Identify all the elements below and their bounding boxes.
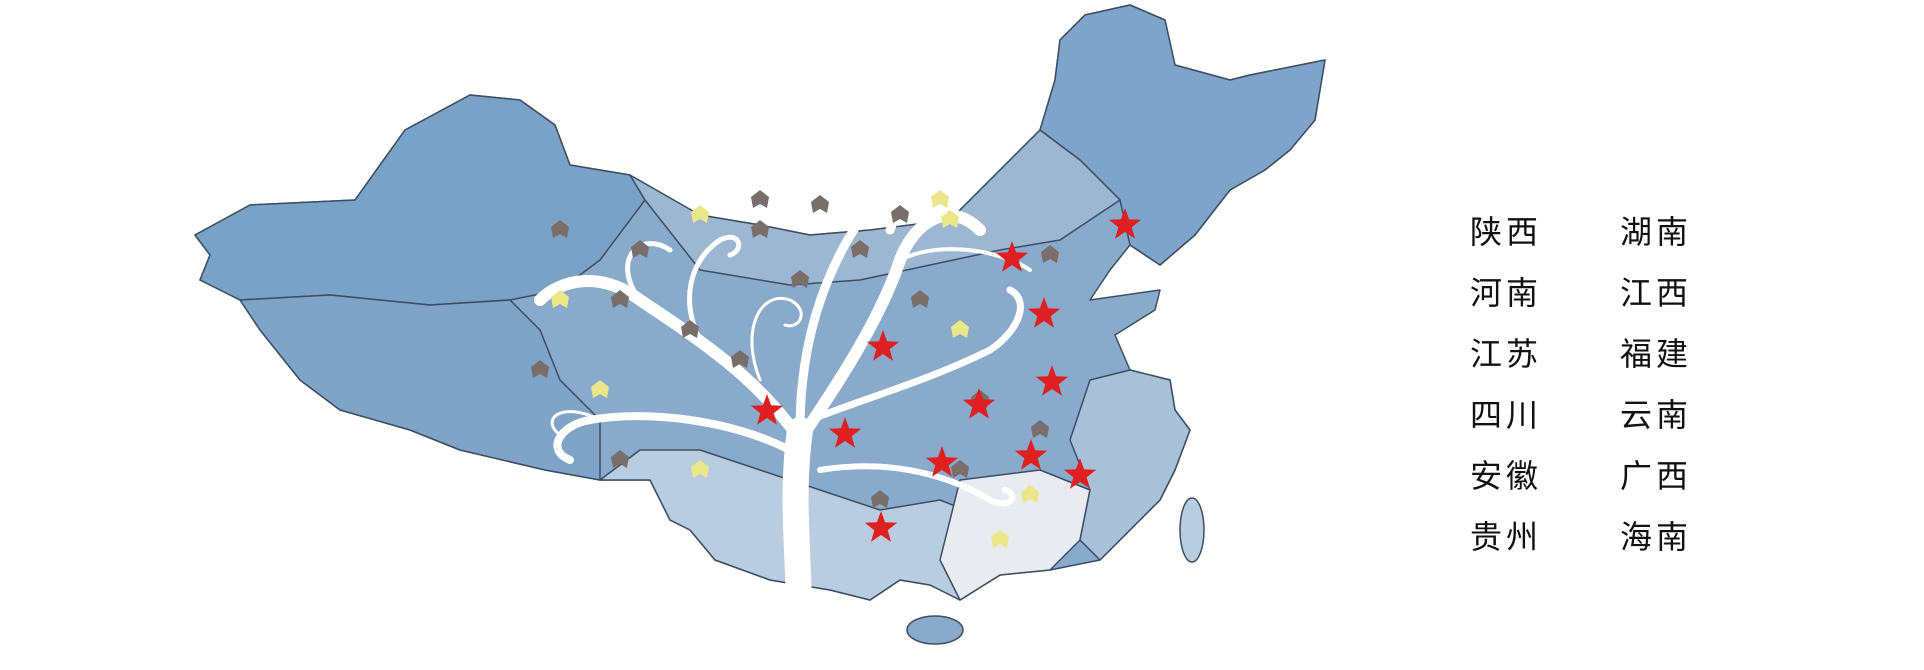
region-southeast bbox=[1069, 369, 1191, 561]
star-marker-icon bbox=[1108, 208, 1142, 239]
star-marker-icon bbox=[750, 394, 784, 425]
province-list: 陕西 湖南 河南 江西 江苏 福建 四川 云南 安徽 广西 贵州 海南 bbox=[1470, 212, 1720, 557]
region-guangdong bbox=[939, 469, 1091, 601]
tree-branch bbox=[806, 286, 1024, 424]
star-marker-icon bbox=[1027, 297, 1061, 328]
leaf-icon bbox=[871, 490, 889, 508]
tree-branch bbox=[817, 463, 1016, 507]
tree-trunk bbox=[782, 417, 813, 663]
leaf-icon bbox=[1021, 485, 1039, 503]
province-label: 安徽 bbox=[1470, 457, 1543, 495]
leaf-icon bbox=[731, 350, 749, 368]
tree-branch bbox=[687, 234, 742, 343]
star-marker-icon bbox=[864, 511, 898, 542]
leaf-icon bbox=[691, 205, 709, 223]
province-label: 四川 bbox=[1470, 396, 1543, 434]
region-xinjiang bbox=[194, 94, 646, 306]
city-stars bbox=[750, 208, 1142, 542]
tree-branch bbox=[750, 297, 803, 382]
leaf-icon bbox=[691, 460, 709, 478]
leaf-icon bbox=[811, 195, 829, 213]
leaf-icon bbox=[531, 360, 549, 378]
province-label: 江苏 bbox=[1470, 335, 1543, 373]
leaf-icon bbox=[911, 290, 929, 308]
province-label: 湖南 bbox=[1620, 213, 1693, 251]
star-marker-icon bbox=[1035, 365, 1069, 396]
leaf-icon bbox=[751, 220, 769, 238]
leaf-icon bbox=[891, 205, 909, 223]
hainan-island bbox=[906, 615, 964, 645]
leaf-icon bbox=[611, 290, 629, 308]
tree-branch bbox=[550, 410, 602, 437]
leaf-icon bbox=[1031, 420, 1049, 438]
leaf-icon bbox=[791, 270, 809, 288]
tree-branch bbox=[553, 412, 794, 464]
province-label: 河南 bbox=[1470, 274, 1543, 312]
province-label: 云南 bbox=[1620, 396, 1693, 434]
leaf-icon bbox=[931, 190, 949, 208]
province-label: 陕西 bbox=[1470, 213, 1543, 251]
leaf-icon bbox=[1041, 245, 1059, 263]
tree-leaves bbox=[531, 190, 1059, 548]
leaf-icon bbox=[631, 240, 649, 258]
tree-branch bbox=[534, 275, 806, 446]
taiwan-island bbox=[1179, 497, 1205, 563]
star-marker-icon bbox=[962, 388, 996, 419]
leaf-icon bbox=[951, 320, 969, 338]
leaf-icon bbox=[991, 530, 1009, 548]
star-marker-icon bbox=[1063, 458, 1097, 489]
province-label: 贵州 bbox=[1470, 518, 1543, 556]
star-marker-icon bbox=[995, 241, 1029, 272]
map-land bbox=[194, 4, 1326, 645]
leaf-icon bbox=[951, 460, 969, 478]
province-label: 福建 bbox=[1620, 335, 1693, 373]
leaf-icon bbox=[751, 190, 769, 208]
star-marker-icon bbox=[925, 446, 959, 477]
leaf-icon bbox=[941, 210, 959, 228]
star-marker-icon bbox=[828, 417, 862, 448]
star-marker-icon bbox=[1014, 439, 1048, 470]
leaf-icon bbox=[851, 240, 869, 258]
leaf-icon bbox=[611, 450, 629, 468]
leaf-icon bbox=[681, 320, 699, 338]
province-label: 海南 bbox=[1620, 518, 1693, 556]
star-marker-icon bbox=[866, 330, 900, 361]
province-label: 广西 bbox=[1620, 457, 1693, 495]
tree-branch bbox=[795, 204, 898, 435]
province-label: 江西 bbox=[1620, 274, 1693, 312]
leaf-icon bbox=[591, 380, 609, 398]
leaf-icon bbox=[551, 220, 569, 238]
leaf-icon bbox=[551, 290, 569, 308]
region-inner-mongolia bbox=[629, 129, 1121, 286]
